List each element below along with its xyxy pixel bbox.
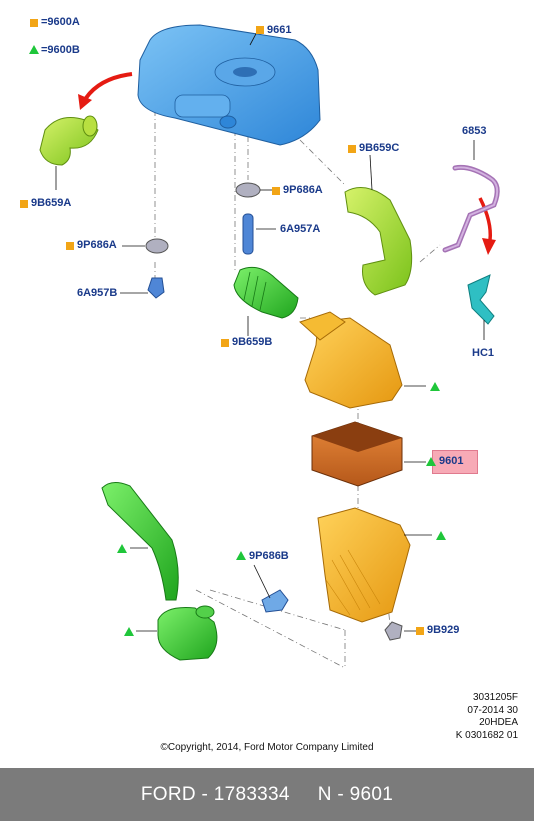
diagram-drawing: [39, 24, 500, 669]
marker-lower-elbow: [124, 627, 134, 636]
label-9p686b: 9P686B: [249, 550, 289, 562]
meta-line-3: 20HDEA: [479, 717, 518, 728]
marker-9b659b: [221, 339, 229, 347]
drawing-reference-block: 3031205F 07-2014 30 20HDEA K 0301682 01: [456, 692, 518, 742]
marker-intake-tube: [117, 544, 127, 553]
marker-upper-housing: [430, 382, 440, 391]
marker-9p686a-left: [66, 242, 74, 250]
label-9601-filter: 9601: [439, 455, 464, 467]
air-filter-element: [311, 421, 403, 487]
legend-triangle-marker: [29, 45, 39, 54]
label-9661-cover: 9661: [267, 24, 292, 36]
legend-square-text: =9600A: [41, 16, 80, 28]
footer-bar: FORD - 1783334 N - 9601: [0, 768, 534, 821]
marker-9p686b: [236, 551, 246, 560]
copyright-notice: ©Copyright, 2014, Ford Motor Company Lim…: [160, 742, 374, 753]
air-cleaner-lower-housing: [317, 507, 411, 623]
footer-ref-number: N - 9601: [317, 783, 394, 805]
meta-line-1: 3031205F: [472, 692, 518, 703]
label-9b659c: 9B659C: [359, 142, 400, 154]
parts-diagram: =9600A =9600B 9661 9B659A 9P686A 6A957A …: [20, 16, 518, 753]
meta-line-4: K 0301682 01: [455, 729, 518, 741]
label-hc1: HC1: [472, 347, 495, 359]
hose-intake-tube: [101, 482, 179, 601]
label-9b659b: 9B659B: [232, 336, 273, 348]
hose-9b659a: [39, 115, 99, 166]
marker-9b929: [416, 627, 424, 635]
marker-9601: [426, 457, 436, 466]
hose-lower-elbow: [157, 605, 218, 661]
label-9b659a: 9B659A: [31, 197, 72, 209]
marker-lower-housing: [436, 531, 446, 540]
hose-9b659c: [344, 187, 413, 296]
label-9p686a-left: 9P686A: [77, 239, 117, 251]
legend-square-marker: [30, 19, 38, 27]
marker-9b659a: [20, 200, 28, 208]
label-6a957b: 6A957B: [77, 287, 118, 299]
marker-9b659c: [348, 145, 356, 153]
label-9p686a-right: 9P686A: [283, 184, 323, 196]
label-9b929: 9B929: [427, 624, 460, 636]
label-6a957a: 6A957A: [280, 223, 321, 235]
label-6853: 6853: [462, 125, 487, 137]
meta-line-2: 07-2014 30: [467, 704, 518, 716]
hose-9b659b: [233, 266, 299, 319]
marker-9p686a-right: [272, 187, 280, 195]
marker-9661-top: [256, 26, 264, 34]
legend-triangle-text: =9600B: [41, 44, 80, 56]
air-cleaner-cover: [137, 24, 321, 146]
air-cleaner-upper-housing: [299, 311, 403, 409]
footer-part-number: FORD - 1783334: [140, 783, 290, 805]
